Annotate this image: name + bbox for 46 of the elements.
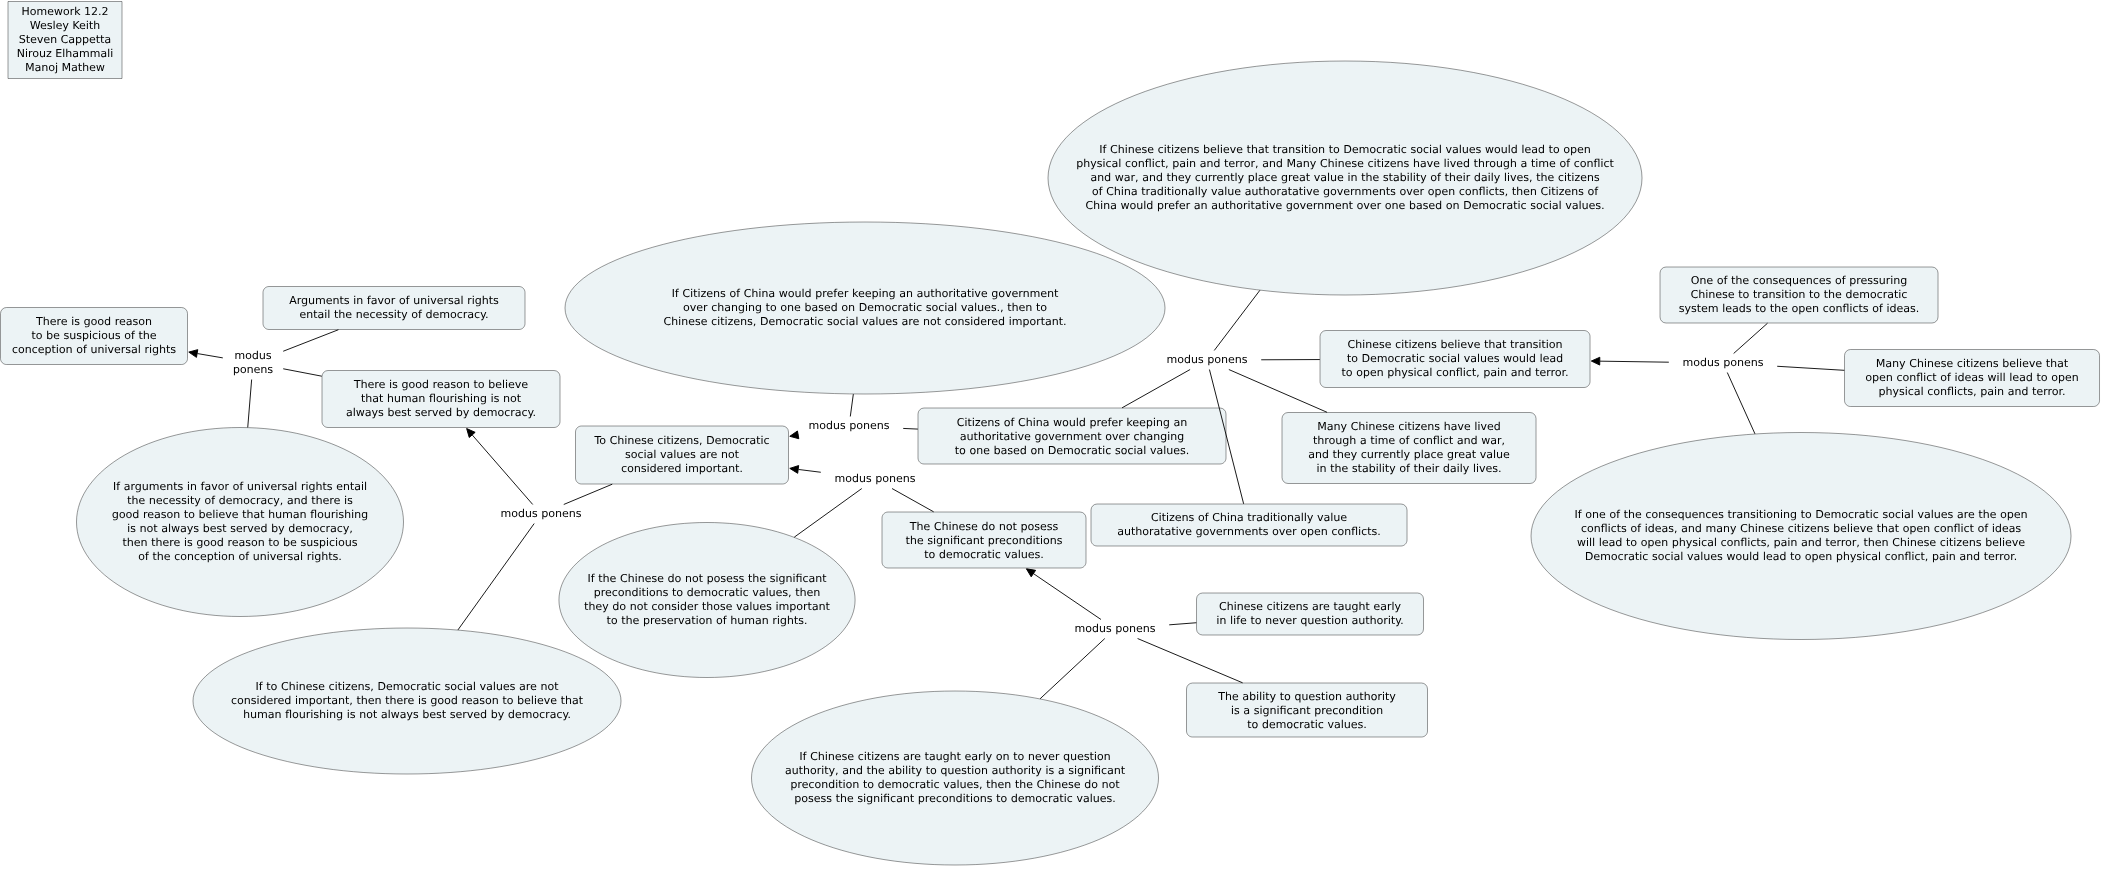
concept-box: Chinese citizens are taught early in life to never question authority. — [1196, 592, 1424, 636]
linking-phrase: modus ponens — [233, 350, 273, 376]
connector-line — [849, 393, 854, 417]
linking-phrase: modus ponens — [809, 420, 889, 432]
concept-box: Many Chinese citizens have lived through a time of conflict and war, and they currently place great value in the stability of their daily lives. — [1281, 412, 1537, 484]
connector-line — [282, 368, 323, 377]
arrow — [1025, 568, 1102, 620]
connector-line — [282, 329, 339, 352]
arrow — [789, 430, 800, 440]
linking-phrase: modus ponens — [835, 473, 915, 485]
connector-line — [1260, 359, 1321, 361]
linking-phrase: modus ponens — [1167, 354, 1247, 366]
concept-box: One of the consequences of pressuring Chinese to transition to the democratic system leads to the open conflicts of ideas. — [1659, 266, 1939, 324]
arrow — [188, 349, 224, 359]
concept-box: To Chinese citizens, Democratic social values are not considered important. — [575, 425, 789, 485]
linking-phrase: modus ponens — [1683, 357, 1763, 369]
concept-box: Chinese citizens believe that transition to Democratic social values would lead to open physical conflict, pain and terror. — [1319, 330, 1591, 388]
concept-box: Many Chinese citizens believe that open conflict of ideas will lead to open physical conflicts, pain and terror. — [1844, 349, 2100, 407]
connector-line — [1733, 322, 1768, 354]
linking-phrase: modus ponens — [1075, 623, 1155, 635]
arrow — [466, 428, 534, 505]
connector-line — [457, 523, 535, 631]
concept-box: There is good reason to believe that human flourishing is not always best served by democracy. — [321, 370, 561, 428]
connector-line — [1726, 372, 1756, 435]
concept-box: The ability to question authority is a significant precondition to democratic values. — [1186, 682, 1428, 738]
connector-line — [247, 379, 253, 428]
connector-line — [891, 488, 935, 513]
title-box: Homework 12.2 Wesley Keith Steven Cappetta Nirouz Elhammali Manoj Mathew — [7, 1, 123, 79]
arrow — [1590, 356, 1670, 366]
connector-line — [1209, 369, 1245, 505]
concept-box: Arguments in favor of universal rights entail the necessity of democracy. — [262, 286, 526, 330]
connector-line — [1776, 365, 1845, 371]
connector-line — [1213, 289, 1261, 351]
connector-line — [563, 483, 613, 505]
connector-line — [1137, 638, 1244, 684]
connector-line — [1039, 638, 1106, 700]
linking-phrase: modus ponens — [501, 508, 581, 520]
connector-line — [1121, 369, 1191, 409]
concept-box: Citizens of China would prefer keeping an authoritative government over changing to one based on Democratic social values. — [917, 407, 1227, 465]
concept-box: Citizens of China traditionally value authoratative governments over open conflicts. — [1090, 503, 1408, 547]
concept-box: There is good reason to be suspicious of the conception of universal rights — [0, 307, 188, 365]
arrow — [789, 465, 822, 474]
connector-line — [902, 428, 919, 430]
connector-line — [1168, 622, 1197, 626]
connector-line — [793, 488, 863, 538]
concept-box: The Chinese do not posess the significant preconditions to democratic values. — [881, 511, 1087, 569]
